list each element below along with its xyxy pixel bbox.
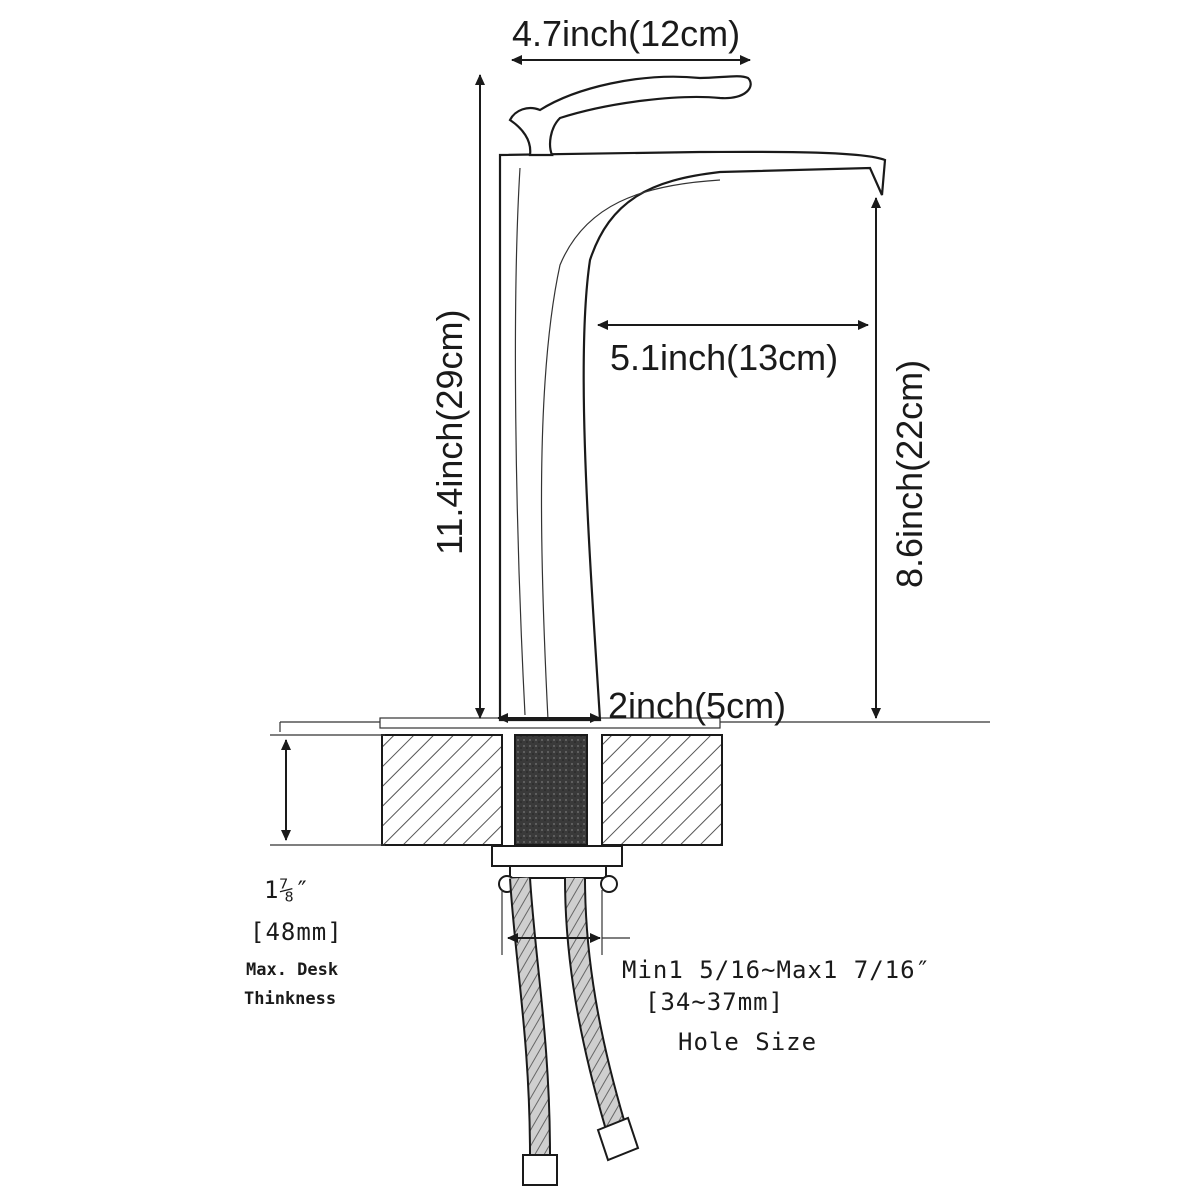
hole-range-mm: [34~37mm] [645, 988, 784, 1016]
dimension-labels: 4.7inch(12cm) 11.4inch(29cm) 5.1inch(13c… [244, 13, 931, 1056]
desk-label-line2: Thinkness [244, 989, 336, 1009]
desk-label-line1: Max. Desk [246, 960, 338, 980]
base-width-label: 2inch(5cm) [608, 685, 786, 726]
spout-height-label: 8.6inch(22cm) [889, 360, 930, 588]
desk-thickness-mm: [48mm] [250, 918, 343, 946]
faucet-body [498, 75, 887, 722]
desk-section [270, 734, 723, 846]
handle-length-label: 4.7inch(12cm) [512, 13, 740, 54]
total-height-label: 11.4inch(29cm) [429, 310, 470, 555]
dimension-lines [281, 55, 881, 955]
mounting-hardware [491, 845, 640, 1186]
hole-size-label: Hole Size [678, 1028, 817, 1056]
spout-reach-label: 5.1inch(13cm) [610, 337, 838, 378]
desk-thickness-fraction: 1⅞″ [264, 876, 310, 904]
hole-range-inch: Min1 5/16~Max1 7/16″ [622, 956, 931, 984]
